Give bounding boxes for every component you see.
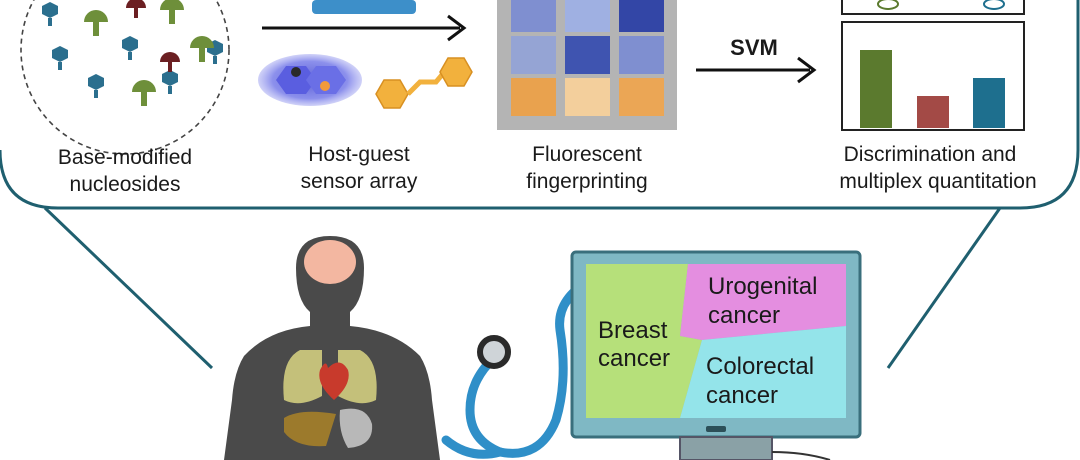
step2-label-line1: Host-guest bbox=[308, 143, 410, 166]
svm-label: SVM bbox=[730, 35, 778, 60]
human-body-illustration bbox=[224, 236, 440, 460]
colorectal-cancer-label-line1: Colorectal bbox=[706, 353, 814, 380]
step4-label-line2: multiplex quantitation bbox=[839, 170, 1036, 193]
bar bbox=[917, 96, 949, 128]
callout-line-left bbox=[43, 206, 214, 370]
lungs-icon-right bbox=[338, 350, 377, 404]
fingerprint-cell bbox=[565, 36, 610, 74]
heart-icon bbox=[319, 362, 349, 400]
arrow-head-icon bbox=[447, 14, 467, 42]
step1-label-line1: Base-modified bbox=[58, 146, 192, 169]
step3-label-line1: Fluorescent bbox=[532, 143, 642, 166]
fingerprint-cell bbox=[511, 0, 556, 32]
cluster-green-icon bbox=[877, 0, 899, 10]
fingerprint-cell bbox=[619, 78, 664, 116]
step2-label-line2: sensor array bbox=[301, 170, 418, 193]
bar bbox=[860, 50, 892, 128]
nucleosides-illustration bbox=[20, 0, 230, 155]
fingerprint-cell bbox=[619, 0, 664, 32]
breast-cancer-label-line1: Breast bbox=[598, 317, 668, 344]
host-molecule-icon bbox=[258, 54, 362, 106]
fingerprint-cell bbox=[565, 78, 610, 116]
fingerprint-grid bbox=[511, 0, 664, 116]
bar-chart bbox=[860, 50, 1005, 128]
breast-cancer-label-line2: cancer bbox=[598, 345, 670, 372]
colorectal-cancer-label-line2: cancer bbox=[706, 382, 778, 409]
fingerprint-cell bbox=[511, 78, 556, 116]
blue-nucleoside-icon bbox=[42, 2, 223, 98]
step4-label-line1: Discrimination and bbox=[844, 143, 1017, 166]
liver-icon bbox=[284, 411, 336, 447]
region-urogenital-cancer bbox=[680, 264, 846, 340]
step1-label-line2: nucleosides bbox=[70, 173, 181, 196]
monitor-illustration bbox=[570, 250, 862, 460]
bar bbox=[973, 78, 1005, 128]
green-nucleoside-icon bbox=[84, 0, 214, 106]
step3-label-line2: fingerprinting bbox=[526, 170, 647, 193]
cluster-blue-icon bbox=[983, 0, 1005, 10]
red-nucleoside-icon bbox=[126, 0, 180, 72]
fingerprint-cell bbox=[511, 36, 556, 74]
region-breast-cancer bbox=[586, 264, 702, 418]
monitor-button-icon bbox=[706, 426, 726, 432]
fingerprint-cell bbox=[619, 36, 664, 74]
brain-icon bbox=[304, 240, 356, 284]
monitor-stand bbox=[679, 436, 773, 460]
sensor-chip bbox=[312, 0, 416, 14]
fingerprint-cell bbox=[565, 0, 610, 32]
process-panel-outline bbox=[0, 0, 1080, 210]
urogenital-cancer-label-line1: Urogenital bbox=[708, 273, 817, 300]
urogenital-cancer-label-line2: cancer bbox=[708, 302, 780, 329]
svm-arrow-head-icon bbox=[797, 56, 817, 84]
stomach-icon bbox=[339, 408, 373, 448]
guest-molecule-icon bbox=[375, 57, 473, 109]
monitor-cable bbox=[771, 451, 831, 460]
score-plot-panel bbox=[841, 0, 1025, 15]
body-silhouette bbox=[224, 236, 440, 460]
callout-line-right bbox=[886, 207, 1002, 369]
lungs-icon bbox=[283, 350, 322, 404]
region-colorectal-cancer bbox=[680, 326, 846, 418]
